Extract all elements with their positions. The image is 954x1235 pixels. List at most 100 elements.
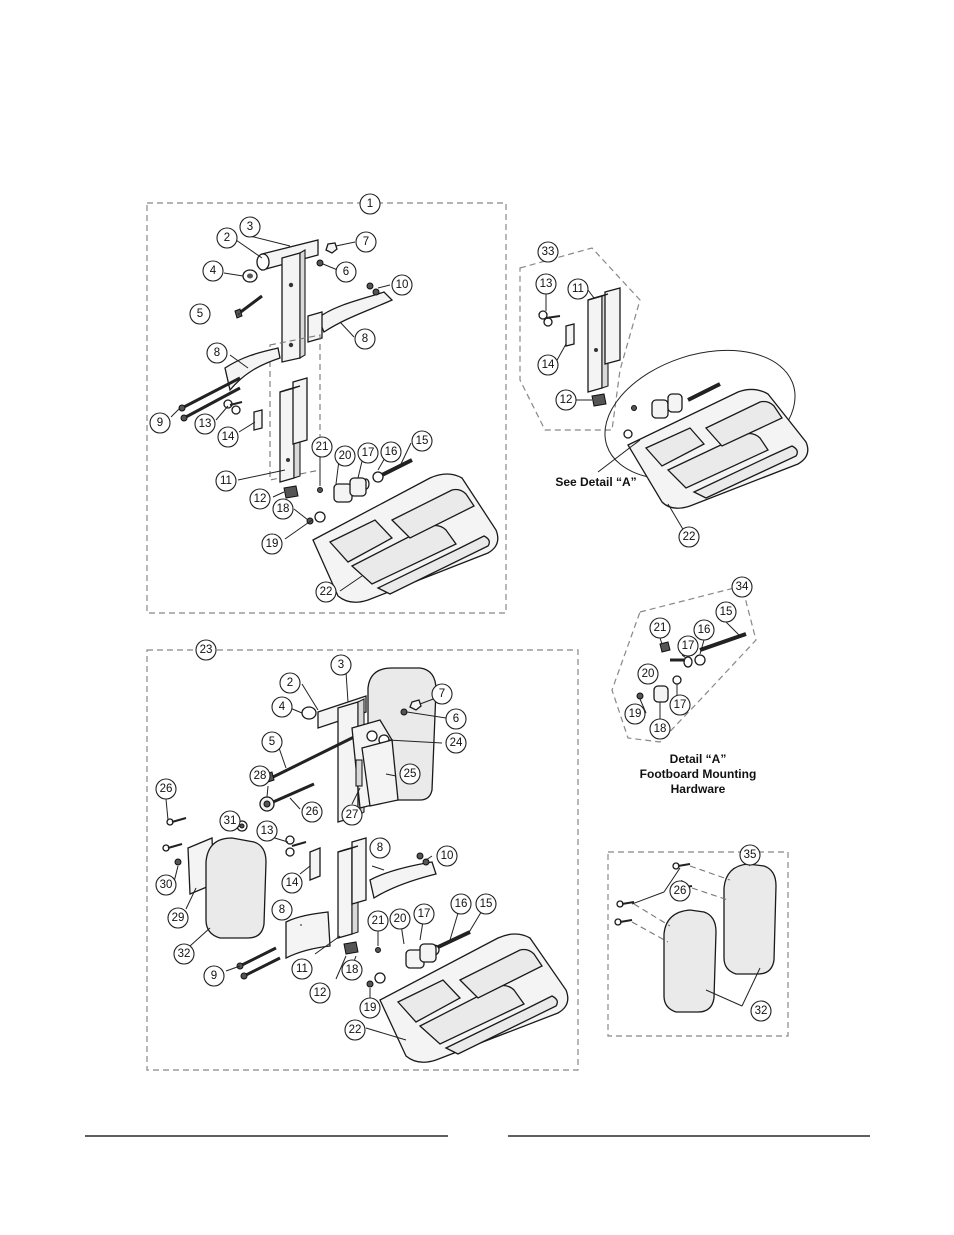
- footboard-hardware-23: [366, 930, 471, 988]
- kit-33-group: See Detail “A”: [519, 247, 809, 509]
- tube-plug-kit: [591, 393, 607, 407]
- svg-text:5: 5: [269, 736, 275, 748]
- svg-text:22: 22: [683, 531, 696, 543]
- callout-34-15: 15: [715, 601, 737, 623]
- svg-text:12: 12: [314, 987, 327, 999]
- svg-text:21: 21: [316, 441, 329, 453]
- callout-23-21: 21: [367, 910, 389, 932]
- callout-34-20: 20: [637, 663, 659, 685]
- svg-text:10: 10: [441, 850, 454, 862]
- callout-23-27: 27: [341, 804, 363, 826]
- footboard-hardware-kit: [623, 382, 721, 439]
- callout-5: 5: [189, 303, 211, 325]
- callout-8b: 8: [206, 342, 228, 364]
- callout-23-11: 11: [291, 958, 313, 980]
- svg-text:11: 11: [296, 963, 308, 975]
- callout-34-21: 21: [649, 617, 671, 639]
- cap-nut-part: [325, 242, 338, 254]
- svg-text:17: 17: [682, 640, 695, 652]
- kit-35-group: [607, 851, 789, 1037]
- svg-text:19: 19: [629, 708, 642, 720]
- cam-lock: [223, 399, 243, 415]
- callout-34: 34: [731, 576, 753, 598]
- svg-text:17: 17: [362, 447, 375, 459]
- footboard-hardware: [306, 458, 413, 525]
- svg-text:25: 25: [404, 768, 417, 780]
- callout-35: 35: [739, 844, 761, 866]
- svg-text:6: 6: [343, 266, 349, 278]
- callout-23-31: 31: [219, 810, 241, 832]
- assembly-1-frame: [146, 202, 507, 614]
- screw-pair-23: [416, 852, 430, 866]
- callout-23-20: 20: [389, 908, 411, 930]
- svg-text:29: 29: [172, 912, 185, 924]
- callout-23-10: 10: [436, 845, 458, 867]
- tube-plug-23: [343, 941, 359, 955]
- assembly-23-frame: [146, 649, 579, 1071]
- svg-text:16: 16: [455, 898, 468, 910]
- svg-text:20: 20: [394, 913, 407, 925]
- svg-text:21: 21: [372, 915, 385, 927]
- callout-22: 22: [315, 581, 337, 603]
- svg-text:27: 27: [346, 809, 359, 821]
- svg-text:19: 19: [266, 538, 279, 550]
- svg-text:9: 9: [157, 417, 163, 429]
- calf-strap-right-23: [369, 861, 437, 900]
- callout-35-26: 26: [669, 880, 691, 902]
- callout-23-8b: 8: [271, 899, 293, 921]
- callout-34-16: 16: [693, 619, 715, 641]
- svg-text:18: 18: [654, 723, 667, 735]
- svg-text:19: 19: [364, 1002, 377, 1014]
- svg-text:26: 26: [674, 885, 687, 897]
- callout-12: 12: [249, 488, 271, 510]
- callout-23-30: 30: [155, 874, 177, 896]
- hanger-bracket: [256, 239, 319, 363]
- svg-text:3: 3: [247, 221, 253, 233]
- callout-6: 6: [335, 261, 357, 283]
- svg-text:8: 8: [377, 842, 383, 854]
- callout-16: 16: [380, 441, 402, 463]
- callout-10: 10: [391, 274, 413, 296]
- extension-tube-23: [337, 837, 367, 939]
- svg-text:30: 30: [160, 879, 173, 891]
- detail-subtitle-line2: Footboard Mounting: [640, 767, 757, 781]
- callout-33-22: 22: [678, 526, 700, 548]
- svg-text:15: 15: [416, 435, 429, 447]
- svg-text:13: 13: [540, 278, 553, 290]
- callout-33-12: 12: [555, 389, 577, 411]
- callout-35-32: 32: [750, 1000, 772, 1022]
- callout-17: 17: [357, 442, 379, 464]
- callout-34-18: 18: [649, 718, 671, 740]
- callout-23-24: 24: [445, 732, 467, 754]
- svg-text:15: 15: [480, 898, 493, 910]
- footboard-plate-23: [379, 933, 569, 1063]
- svg-text:14: 14: [286, 877, 299, 889]
- nut-part-23: [400, 708, 408, 716]
- screw-pair: [366, 282, 380, 296]
- callout-9: 9: [149, 412, 171, 434]
- detail-subtitle-line3: Hardware: [671, 782, 726, 796]
- pad-bracket: [361, 739, 399, 807]
- callout-23-8a: 8: [369, 837, 391, 859]
- footboard-plate-kit: [627, 388, 809, 509]
- detail-title: Detail “A”: [670, 752, 727, 766]
- kit-35-frame: [607, 851, 789, 1037]
- svg-text:17: 17: [418, 908, 431, 920]
- calf-pad-kit-rear: [723, 863, 777, 975]
- callout-23-16: 16: [450, 893, 472, 915]
- callout-33-13: 13: [535, 273, 557, 295]
- callout-23-29: 29: [167, 907, 189, 929]
- svg-text:35: 35: [744, 849, 757, 861]
- svg-text:13: 13: [199, 418, 212, 430]
- spacer-plate-kit: [565, 323, 575, 347]
- svg-text:12: 12: [560, 394, 573, 406]
- svg-text:15: 15: [720, 606, 733, 618]
- callout-3: 3: [239, 216, 261, 238]
- calf-strap-left: [224, 347, 281, 392]
- svg-text:7: 7: [439, 688, 445, 700]
- callout-7: 7: [355, 231, 377, 253]
- callout-23-22: 22: [344, 1019, 366, 1041]
- svg-text:14: 14: [542, 359, 555, 371]
- callout-23-7: 7: [431, 683, 453, 705]
- callout-23-28: 28: [249, 765, 271, 787]
